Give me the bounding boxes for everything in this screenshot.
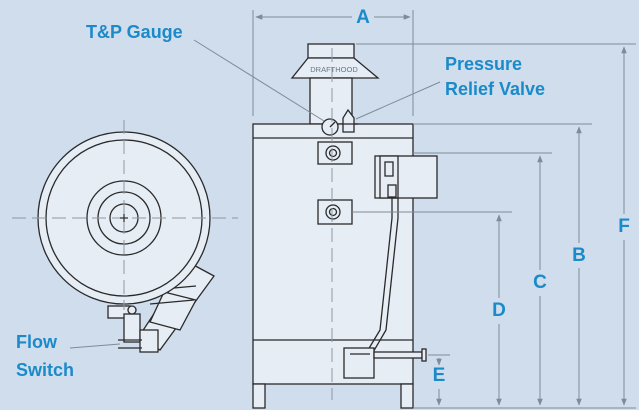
drafthood (290, 57, 380, 79)
dimension-f-label: F (618, 216, 630, 237)
dimension-d-label: D (492, 300, 506, 321)
leader-lines (69, 39, 441, 349)
dimension-lines (252, 10, 636, 409)
tp-gauge-label: T&P Gauge (86, 22, 183, 42)
flow-label-line2: Switch (16, 360, 75, 380)
side-view (252, 43, 438, 409)
gas-valve (343, 347, 375, 379)
center-mark (120, 214, 128, 222)
dimension-a-label: A (356, 7, 370, 28)
leg-left (252, 383, 266, 409)
pressure-label-line2: Relief Valve (445, 79, 546, 99)
relief-valve-icon (342, 108, 355, 133)
dimension-b-label: B (572, 245, 586, 266)
flow-label-line1: Flow (16, 332, 57, 352)
leg-right (400, 383, 414, 409)
dimension-c-label: C (533, 272, 547, 293)
vent-stack (307, 43, 355, 59)
drafthood-text: DRAFTHOOD (310, 65, 358, 74)
pressure-label-line1: Pressure (445, 54, 523, 74)
top-view (37, 131, 215, 353)
dimension-e-label: E (432, 365, 446, 386)
